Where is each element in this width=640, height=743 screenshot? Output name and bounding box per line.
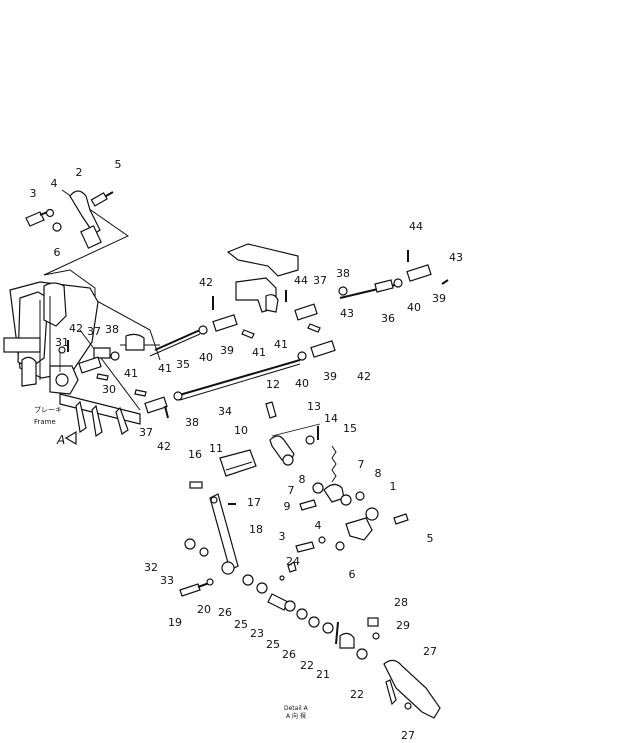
callout-24: 24 [286,555,300,568]
callout-39: 39 [432,292,446,305]
lower-parts [179,538,441,719]
callout-38: 38 [336,267,350,280]
callout-7: 7 [288,484,295,497]
callout-33: 33 [160,574,174,587]
detail-marker: A [56,433,65,447]
callout-4: 4 [315,519,322,532]
callout-8: 8 [299,473,306,486]
callout-5: 5 [427,532,434,545]
brake-label: ブレーキ [34,405,62,414]
callout-6: 6 [54,246,61,259]
bracket-top-centre [226,243,299,313]
callout-22: 22 [300,659,314,672]
callout-32: 32 [144,561,158,574]
callout-25: 25 [234,618,248,631]
callout-42: 42 [157,440,171,453]
callout-2: 2 [76,166,83,179]
callout-18: 18 [249,523,263,536]
detail-arrow-icon [64,430,77,446]
callout-11: 11 [209,442,223,455]
callout-22: 22 [350,688,364,701]
callout-31: 31 [55,336,69,349]
callout-38: 38 [185,416,199,429]
callout-23: 23 [250,627,264,640]
callout-41: 41 [274,338,288,351]
callout-37: 37 [139,426,153,439]
callout-34: 34 [218,405,232,418]
callout-3: 3 [279,530,286,543]
callout-37: 37 [313,274,327,287]
callout-12: 12 [266,378,280,391]
callout-8: 8 [375,467,382,480]
callout-17: 17 [247,496,261,509]
callout-42: 42 [357,370,371,383]
annotations: ブレーキ Frame A Detail A A 向 視 [34,405,309,720]
callout-41: 41 [158,362,172,375]
callout-42: 42 [69,322,83,335]
callout-6: 6 [349,568,356,581]
callout-40: 40 [199,351,213,364]
callout-41: 41 [124,367,138,380]
callout-27: 27 [423,645,437,658]
callout-39: 39 [220,344,234,357]
callout-10: 10 [234,424,248,437]
callout-44: 44 [409,220,423,233]
callout-42: 42 [199,276,213,289]
callout-35: 35 [176,358,190,371]
centre-linkage [189,401,337,575]
callout-19: 19 [168,616,182,629]
lever-subassembly-top-left [25,189,129,276]
frame-label: Frame [34,418,56,426]
detail-caption-line2: A 向 視 [286,712,306,720]
callout-26: 26 [282,648,296,661]
callout-14: 14 [324,412,338,425]
callout-21: 21 [316,668,330,681]
callout-27: 27 [401,729,415,742]
callout-3: 3 [30,187,37,200]
callout-44: 44 [294,274,308,287]
callout-37: 37 [87,325,101,338]
callout-38: 38 [105,323,119,336]
callout-15: 15 [343,422,357,435]
callout-40: 40 [407,301,421,314]
callout-9: 9 [284,500,291,513]
callout-30: 30 [102,383,116,396]
callout-39: 39 [323,370,337,383]
callout-26: 26 [218,606,232,619]
frame-assembly-left [3,269,161,438]
callout-1: 1 [390,480,397,493]
callout-29: 29 [396,619,410,632]
callout-13: 13 [307,400,321,413]
rods-and-links [67,250,449,419]
callout-43: 43 [340,307,354,320]
callout-16: 16 [188,448,202,461]
callout-40: 40 [295,377,309,390]
detail-caption-line1: Detail A [284,705,309,712]
callout-4: 4 [51,177,58,190]
callout-5: 5 [115,158,122,171]
right-linkage [271,423,409,553]
callout-43: 43 [449,251,463,264]
callout-36: 36 [381,312,395,325]
callout-20: 20 [197,603,211,616]
callout-41: 41 [252,346,266,359]
callout-7: 7 [358,458,365,471]
callout-28: 28 [394,596,408,609]
callout-25: 25 [266,638,280,651]
